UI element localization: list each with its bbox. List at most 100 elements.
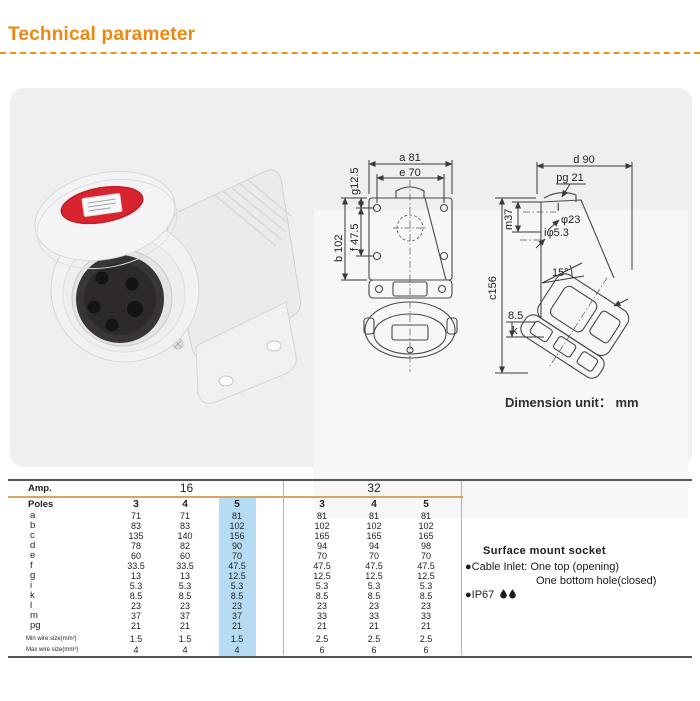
amp-group-32: 32 [367, 481, 381, 495]
dashed-divider [0, 52, 700, 54]
dim-g-label: g12.5 [349, 167, 361, 195]
table-cell: 23 [130, 601, 141, 611]
table-row: l 23 23 23 23 23 23 [8, 600, 692, 612]
table-cell: 8.5 [129, 591, 143, 601]
amp-group-16: 16 [179, 481, 194, 495]
table-cell: 3 [319, 499, 325, 510]
dim-angle-label: 15° [552, 267, 569, 279]
front-view-drawing: a 81 e 70 g12.5 f 47.5 b 102 [333, 152, 458, 372]
table-cell: 33 [420, 611, 431, 621]
table-cell: 21 [130, 621, 141, 631]
cable-inlet-note: ●Cable Inlet: One top (opening) [465, 561, 620, 573]
table-cell: 4 [133, 645, 139, 655]
dimension-unit-label: Dimension unit： mm [505, 395, 639, 410]
dim-e-label: e 70 [399, 167, 420, 179]
dim-pg-label: pg 21 [556, 172, 584, 184]
table-cell: 21 [231, 621, 242, 631]
table-cell: 165 [366, 531, 382, 541]
dim-f-label: f 47.5 [349, 223, 361, 251]
table-cell: 23 [420, 601, 431, 611]
bottom-hole-note: One bottom hole(closed) [536, 575, 657, 587]
table-cell: 33.5 [176, 561, 194, 571]
table-cell: 23 [316, 601, 327, 611]
table-orange-rule [8, 496, 463, 498]
table-cell: 5.3 [178, 581, 192, 591]
dim-m-label: m37 [503, 209, 515, 230]
bullet-icon: ● [465, 589, 472, 601]
table-cell: 102 [366, 521, 382, 531]
table-divider [283, 481, 284, 655]
table-cell: 12.5 [365, 571, 383, 581]
table-cell: 8.5 [315, 591, 329, 601]
row-label: f [30, 560, 33, 571]
table-cell: 37 [231, 611, 242, 621]
water-drop-icon [509, 589, 517, 599]
table-cell: 5.3 [315, 581, 329, 591]
dim-offset-label: 8.5 [508, 310, 523, 322]
table-cell: 165 [314, 531, 330, 541]
table-cell: 8.5 [367, 591, 381, 601]
table-cell: 5.3 [419, 581, 433, 591]
product-type-title: Surface mount socket [483, 545, 606, 557]
table-cell: 3 [133, 499, 139, 510]
table-bottom-rule [8, 656, 692, 658]
table-top-rule [8, 479, 692, 481]
table-cell: 23 [179, 601, 190, 611]
table-cell: 70 [231, 551, 242, 561]
table-cell: 60 [179, 551, 190, 561]
table-cell: 4 [182, 645, 188, 655]
table-cell: 2.5 [419, 634, 433, 644]
table-cell: 12.5 [313, 571, 331, 581]
table-cell: 47.5 [228, 561, 246, 571]
row-label: m [30, 610, 38, 621]
water-drop-icon [500, 589, 508, 599]
row-label: l [30, 600, 33, 611]
row-label: i [30, 580, 33, 591]
ip-rating-note: ●IP67 [465, 589, 517, 601]
table-cell: 70 [316, 551, 327, 561]
amp-label: Amp. [28, 483, 52, 494]
table-cell: 94 [316, 541, 327, 551]
dim-a-label: a 81 [399, 152, 420, 164]
row-label: b [30, 520, 36, 531]
table-cell: 2.5 [315, 634, 329, 644]
dim-k-label: k [512, 325, 518, 337]
table-cell: 33 [368, 611, 379, 621]
table-cell: 1.5 [178, 634, 192, 644]
row-label: e [30, 550, 36, 561]
tilted-socket-head [520, 273, 630, 379]
table-cell: 23 [231, 601, 242, 611]
table-cell: 135 [128, 531, 144, 541]
table-cell: 81 [316, 511, 327, 521]
table-cell: 81 [231, 511, 242, 521]
table-cell: 102 [229, 521, 245, 531]
dim-i-label: iφ5.3 [544, 227, 569, 239]
table-cell: 83 [179, 521, 190, 531]
table-cell: 70 [420, 551, 431, 561]
table-cell: 13 [130, 571, 141, 581]
dim-d-label: d 90 [573, 154, 594, 166]
table-cell: 47.5 [365, 561, 383, 571]
row-label: pg [30, 620, 41, 631]
table-cell: 13 [179, 571, 190, 581]
table-cell: 23 [368, 601, 379, 611]
table-cell: 37 [179, 611, 190, 621]
table-cell: 4 [371, 499, 377, 510]
dim-l-dia-label: φ23 [561, 214, 580, 226]
table-cell: 4 [234, 645, 240, 655]
table-cell: 156 [229, 531, 245, 541]
table-cell: 21 [368, 621, 379, 631]
table-cell: 5.3 [230, 581, 244, 591]
table-cell: 12.5 [228, 571, 246, 581]
table-cell: 83 [130, 521, 141, 531]
table-cell: 8.5 [419, 591, 433, 601]
